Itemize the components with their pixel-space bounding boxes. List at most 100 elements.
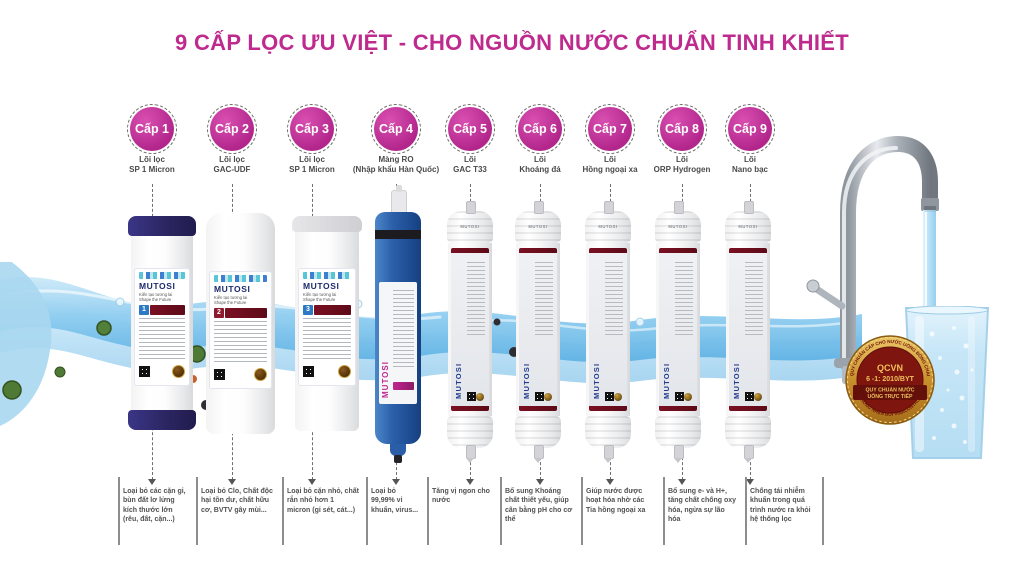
brand-logo: MUTOSI xyxy=(303,281,340,291)
filter-cartridge-8: MUTOSI MUTOSI xyxy=(655,201,701,463)
cartridge-cap xyxy=(725,416,771,448)
stage-name-5-line2: GAC T33 xyxy=(453,165,487,175)
stage-badge-1-label: Cấp 1 xyxy=(134,122,170,136)
brand-logo: MUTOSI xyxy=(522,362,531,399)
stage-name-1-line1: Lõi lọc xyxy=(139,155,165,164)
seal-stamp xyxy=(338,364,351,378)
seal-stamp xyxy=(614,393,622,401)
fitting xyxy=(466,201,476,214)
badge-ribbon-line2: UỐNG TRỰC TIẾP xyxy=(868,393,913,400)
cartridge-cap: MUTOSI xyxy=(447,211,493,243)
fitting xyxy=(674,201,684,214)
cartridge-body: MUTOSI xyxy=(516,243,560,416)
cartridge-label: MUTOSI xyxy=(519,248,557,411)
fitting xyxy=(534,445,544,463)
connector-arrow-7 xyxy=(606,479,614,485)
filter-cartridge-7: MUTOSI MUTOSI xyxy=(585,201,631,463)
stage-description-6: Bổ sung Khoáng chất thiết yếu, giúp cân … xyxy=(505,488,573,524)
stage-badge-2: Cấp 2 xyxy=(210,107,254,151)
divider xyxy=(427,477,429,545)
label-bar xyxy=(659,406,697,411)
cartridge-body: MUTOSI xyxy=(448,243,492,416)
cartridge-cap: MUTOSI xyxy=(515,211,561,243)
seal-stamp xyxy=(172,364,185,378)
divider xyxy=(822,477,824,545)
brand-logo: MUTOSI xyxy=(598,224,618,229)
cartridge-body: MUTOSI xyxy=(656,243,700,416)
connector-arrow-4 xyxy=(392,479,400,485)
seal-stamp xyxy=(254,367,267,381)
filter-cartridge-6: MUTOSI MUTOSI xyxy=(515,201,561,463)
stage-name-4: Màng RO(Nhập khẩu Hàn Quốc) xyxy=(351,155,441,176)
label-fine-print xyxy=(303,317,351,362)
stage-name-3-line2: SP 1 Micron xyxy=(289,165,335,175)
label-bar xyxy=(729,248,767,253)
stage-badge-7-label: Cấp 7 xyxy=(592,122,628,136)
cartridge-cap xyxy=(515,416,561,448)
badge-ribbon xyxy=(853,385,927,400)
tagline-en: Shape the Future xyxy=(303,297,336,303)
qr-code xyxy=(605,392,614,401)
tagline-vi: Kiến tạo tương lai xyxy=(214,295,248,300)
connector-arrow-5 xyxy=(466,479,474,485)
stage-badge-8-label: Cấp 8 xyxy=(664,122,700,136)
cartridge-number: 3 xyxy=(303,304,313,315)
connector-arrow-3 xyxy=(308,479,316,485)
stage-badge-7: Cấp 7 xyxy=(588,107,632,151)
brand-logo: MUTOSI xyxy=(528,224,548,229)
badge-code-line1: QCVN xyxy=(877,363,903,373)
fitting xyxy=(604,445,614,463)
certification-badge: QCVN 6 -1: 2010/BYT QUY CHUẨN NƯỚC UỐNG … xyxy=(845,335,935,425)
cartridge-cap: MUTOSI xyxy=(655,211,701,243)
brand-logo: MUTOSI xyxy=(668,224,688,229)
label-bar xyxy=(729,406,767,411)
qr-code xyxy=(467,392,476,401)
brand-logo: MUTOSI xyxy=(214,284,251,294)
filter-cartridge-4-ro-membrane: MUTOSI xyxy=(374,185,422,470)
stage-badge-4: Cấp 4 xyxy=(374,107,418,151)
label-bar xyxy=(519,406,557,411)
seal-stamp xyxy=(544,393,552,401)
fitting xyxy=(744,445,754,463)
faucet-neck-highlight xyxy=(842,146,898,366)
label-bar xyxy=(451,248,489,253)
page-title: 9 CẤP LỌC ƯU VIỆT - CHO NGUỒN NƯỚC CHUẨN… xyxy=(175,30,849,55)
brand-logo: MUTOSI xyxy=(662,362,671,399)
stage-name-4-line1: Màng RO xyxy=(378,155,414,164)
divider xyxy=(366,477,368,545)
label-fine-print xyxy=(467,262,485,336)
cartridge-cap: MUTOSI xyxy=(725,211,771,243)
cartridge-cap xyxy=(292,216,362,232)
stage-badge-4-label: Cấp 4 xyxy=(378,122,414,136)
filter-cartridge-9: MUTOSI MUTOSI xyxy=(725,201,771,463)
cartridge-cap xyxy=(655,416,701,448)
stage-badge-3: Cấp 3 xyxy=(290,107,334,151)
label-bar xyxy=(451,406,489,411)
stage-name-9-line2: Nano bạc xyxy=(731,165,768,175)
ro-label: MUTOSI xyxy=(379,282,417,404)
stage-name-6-line1: Lõi xyxy=(534,155,546,164)
brand-logo: MUTOSI xyxy=(592,362,601,399)
stage-name-4-line2: (Nhập khẩu Hàn Quốc) xyxy=(352,165,440,175)
ro-tip xyxy=(390,444,406,463)
stage-badge-9-label: Cấp 9 xyxy=(732,122,768,136)
connector-arrow-6 xyxy=(536,479,544,485)
cartridge-body: MUTOSI xyxy=(726,243,770,416)
stage-name-7-line2: Hồng ngoại xa xyxy=(582,165,638,175)
label-bar xyxy=(150,304,185,315)
qr-code xyxy=(139,365,150,377)
ro-o-ring xyxy=(375,230,421,239)
stage-description-4: Loại bỏ 99,99% vi khuẩn, virus... xyxy=(371,488,419,514)
hologram-strip xyxy=(303,272,351,279)
stage-name-7-line1: Lõi xyxy=(604,155,616,164)
qr-code xyxy=(303,365,314,377)
stage-badge-1: Cấp 1 xyxy=(130,107,174,151)
faucet-handle-knob xyxy=(806,279,820,293)
stage-badge-3-label: Cấp 3 xyxy=(294,122,330,136)
